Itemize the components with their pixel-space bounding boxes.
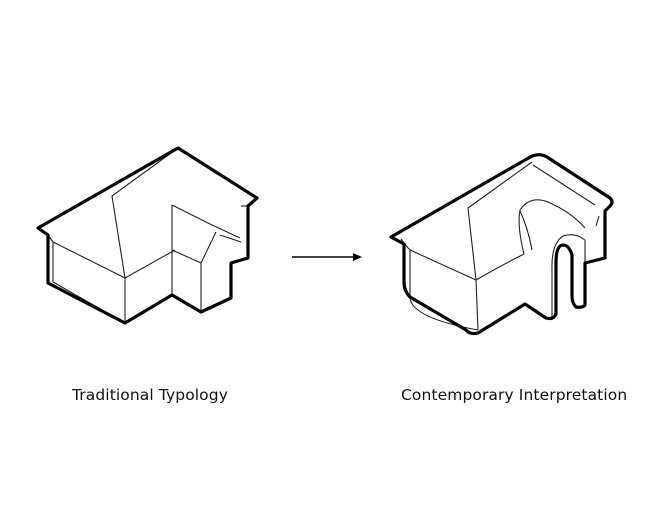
transition-arrow [292, 253, 362, 261]
contemporary-house-drawing [389, 153, 614, 336]
contemporary-interpretation-label: Contemporary Interpretation [401, 386, 628, 404]
traditional-house-drawing [36, 146, 259, 325]
traditional-typology-label: Traditional Typology [72, 386, 228, 404]
